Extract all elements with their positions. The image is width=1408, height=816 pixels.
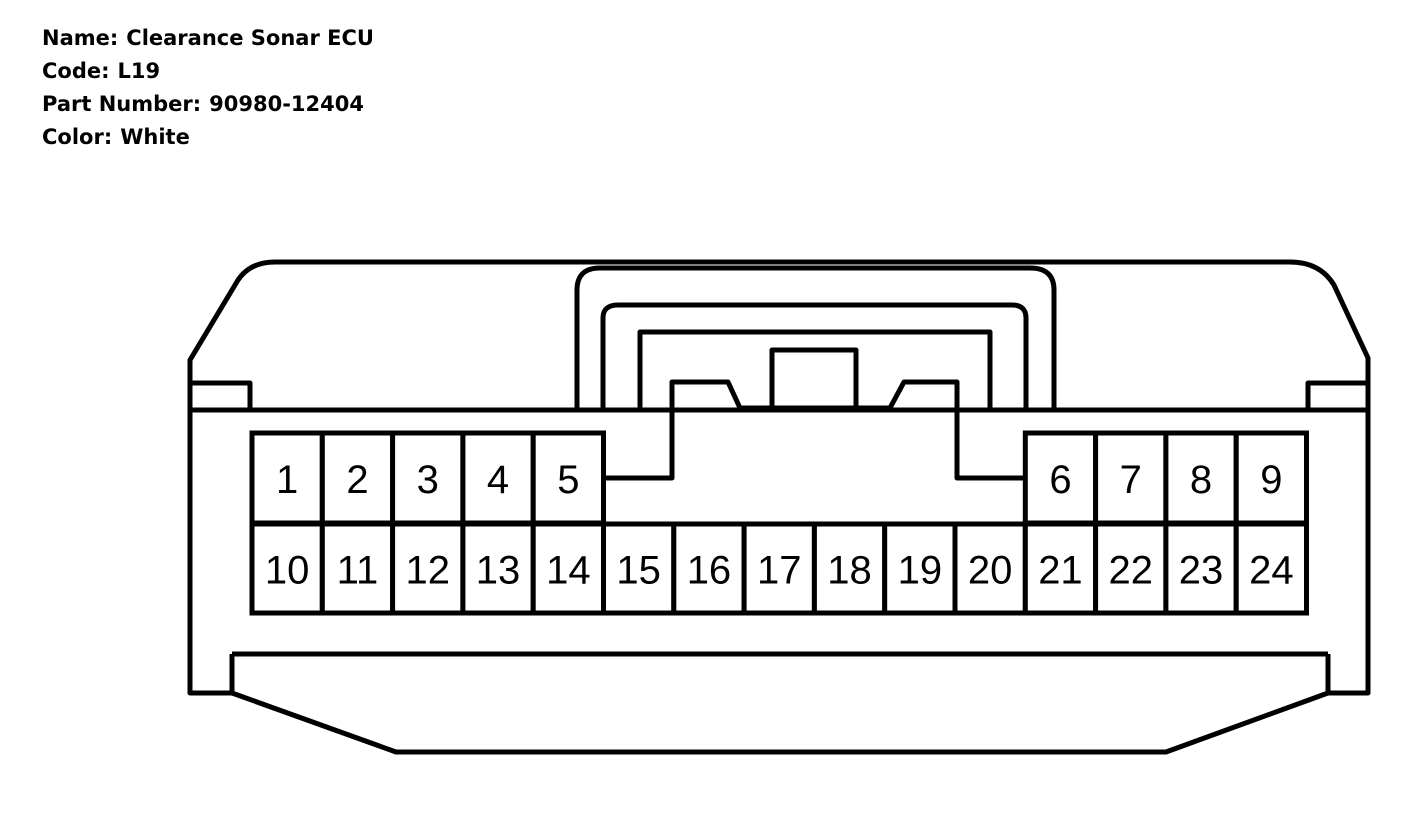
pin-label-18: 18 [827,549,872,593]
pin-cavity-11 [319,521,396,616]
pin-label-17: 17 [757,549,802,593]
pin-label-11: 11 [337,549,379,593]
pin-label-24: 24 [1249,549,1294,593]
color-row: Color: White [42,121,374,154]
pin-label-15: 15 [616,549,661,593]
pin-label-8: 8 [1190,458,1212,502]
connector-housing-outline [187,259,1371,755]
pin-cavity-10 [249,521,325,616]
left-side-key [190,380,253,410]
color-value: White [120,125,190,149]
pin-cavity-23 [1163,521,1239,616]
part-number-value: 90980-12404 [209,92,364,116]
code-label: Code: [42,59,110,83]
pin-cavity-1 [249,430,325,526]
pin-label-2: 2 [346,458,368,502]
pin-label-13: 13 [476,549,521,593]
pin-label-12: 12 [406,549,451,593]
pin-cavity-20 [952,521,1028,616]
pin-cavity-3 [390,430,466,526]
part-number-row: Part Number: 90980-12404 [42,88,374,121]
pin-cavity-12 [390,521,466,616]
pin-label-19: 19 [898,549,943,593]
pin-label-5: 5 [557,458,579,502]
name-value: Clearance Sonar ECU [126,26,374,50]
part-number-label: Part Number: [42,92,202,116]
lock-hood [574,265,1057,410]
color-label: Color: [42,125,113,149]
code-value: L19 [117,59,161,83]
pin-label-3: 3 [417,458,439,502]
lock-frame [600,302,1029,410]
right-side-key [1305,380,1368,410]
pin-label-9: 9 [1260,458,1282,502]
pin-cavity-24 [1233,521,1309,616]
name-label: Name: [42,26,119,50]
lock-tab [769,347,859,411]
code-row: Code: L19 [42,55,374,88]
connector-info: Name: Clearance Sonar ECU Code: L19 Part N… [42,22,374,154]
right-latch [856,379,1024,481]
pin-label-14: 14 [546,549,591,593]
name-row: Name: Clearance Sonar ECU [42,22,374,55]
pin-label-1: 1 [276,458,298,502]
lock-window [637,329,993,413]
pin-label-22: 22 [1109,549,1154,593]
pin-label-7: 7 [1120,458,1142,502]
pin-label-6: 6 [1049,458,1071,502]
pin-label-4: 4 [487,458,509,502]
pin-label-20: 20 [968,549,1013,593]
pin-label-10: 10 [265,549,310,593]
pin-cavity-18 [811,521,888,616]
pin-label-23: 23 [1179,549,1224,593]
pin-cavity-4 [460,430,536,526]
pin-label-16: 16 [687,549,732,593]
pin-label-21: 21 [1038,549,1083,593]
left-latch [604,379,772,481]
